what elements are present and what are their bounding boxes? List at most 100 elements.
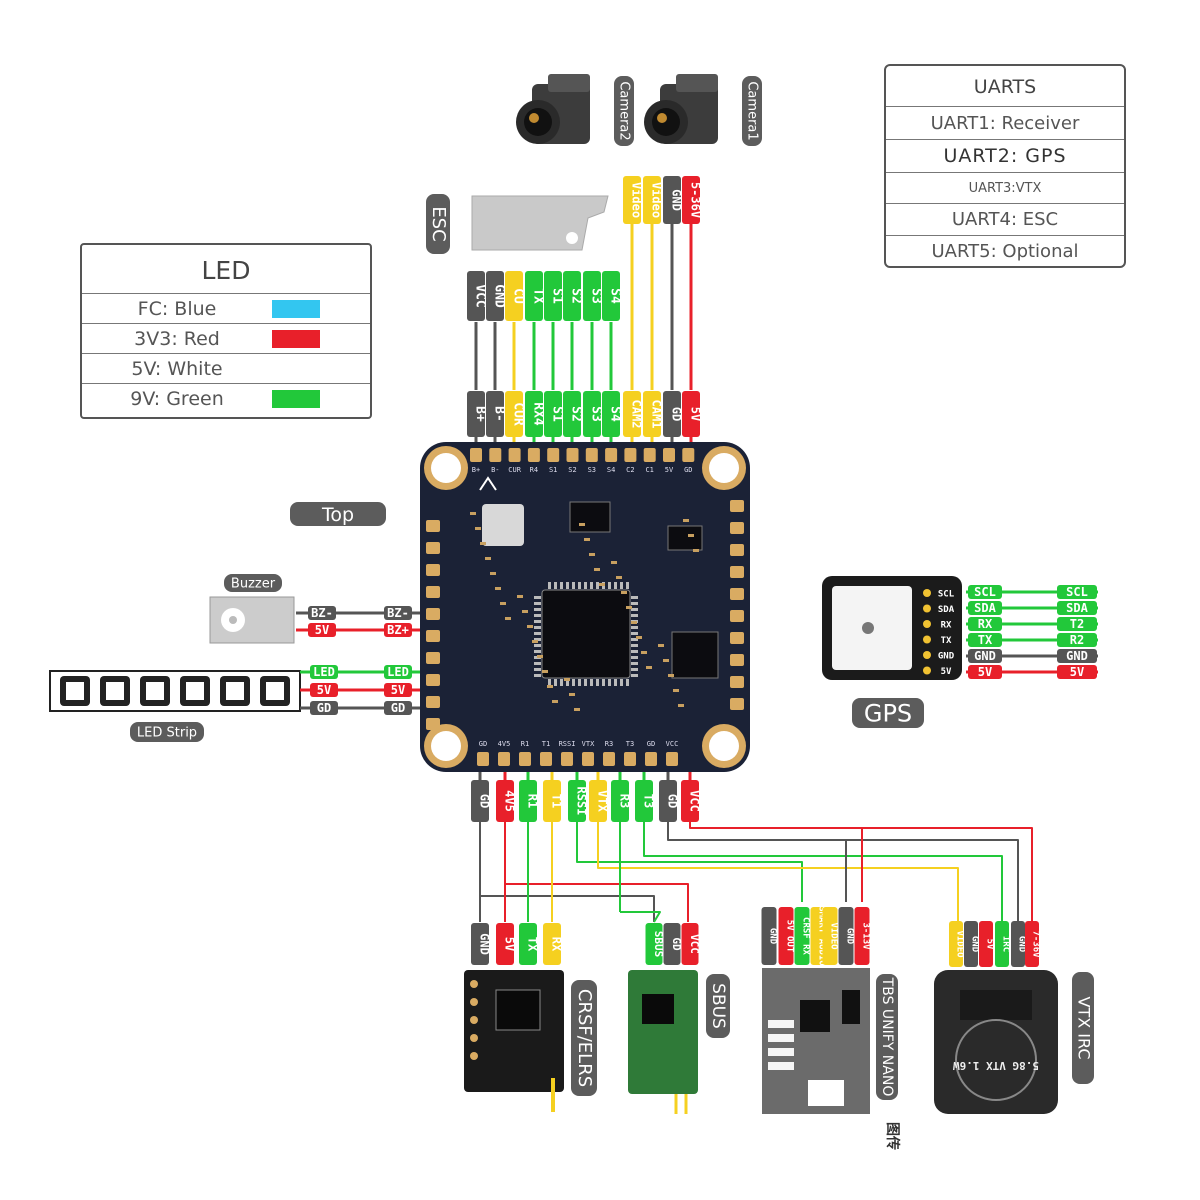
esc-wire-top-tag-text: S4 xyxy=(608,288,623,304)
mcu-pin xyxy=(620,582,623,589)
smd-component xyxy=(636,636,642,639)
led-row: 9V: Green xyxy=(82,383,370,414)
led-strip-led-face xyxy=(106,682,124,700)
smd-component xyxy=(537,655,543,658)
tbs-pin-tag-text: GND xyxy=(768,928,778,945)
bottom-pin-tag-bg xyxy=(568,780,586,822)
tbs-pin-tag-bg xyxy=(778,907,794,965)
esc-connector-icon xyxy=(471,195,609,251)
board-left-pad xyxy=(426,696,440,708)
board-top-pad xyxy=(547,448,560,462)
buzzer-wire-right-tag-text: BZ- xyxy=(387,606,409,620)
mcu-pin xyxy=(578,679,581,686)
led-wire-left-tag-bg xyxy=(310,701,338,715)
esc-wire-top-tag-text: S3 xyxy=(589,288,604,304)
cam-wire-top-tag: GND xyxy=(663,176,684,224)
tbs-pin-tag: GND xyxy=(838,907,855,965)
crsf-label: CRSF/ELRS xyxy=(571,980,597,1096)
mcu-pin xyxy=(566,582,569,589)
esc-wire-bottom-tag-text: B- xyxy=(492,406,507,422)
esc-wire-top-tag: GND xyxy=(486,271,507,321)
esc-wire-bottom-tag-text: CUR xyxy=(511,402,526,426)
sbus-label-bg xyxy=(706,974,730,1038)
esc-wire-bottom-tag-text: S4 xyxy=(608,406,623,422)
esc-wire-top-tag-bg xyxy=(583,271,601,321)
bottom-pin-tag: GD xyxy=(659,780,680,822)
cam-wire-top-tag-text: GND xyxy=(670,189,684,211)
cam-wire-bottom-tag: 5V xyxy=(682,391,703,437)
esc-wire-top-tag-text: VCC xyxy=(473,284,488,307)
crsf-pin-tag-text: 5V xyxy=(503,937,517,951)
camera1-icon-bracket xyxy=(676,74,718,92)
cam-wire-bottom-tag-bg xyxy=(663,391,681,437)
tbs-pin-tag-text: 3-13V xyxy=(861,922,871,950)
board-top-pad-label: S4 xyxy=(607,466,615,474)
bottom-pin-tag: GD xyxy=(471,780,492,822)
gps-wire-right-tag-text: SDA xyxy=(1066,601,1088,615)
esc-wire-bottom-tag: S3 xyxy=(583,391,604,437)
smd-component xyxy=(616,576,622,579)
esc-wire-bottom-tag-bg xyxy=(525,391,543,437)
flash-chip xyxy=(671,631,719,679)
vtx-pin-tag-bg xyxy=(964,921,978,967)
camera1-icon-lens xyxy=(652,108,680,136)
mcu-pin xyxy=(534,668,541,671)
vtx-pin-tag-bg xyxy=(1025,921,1039,967)
board-bottom-pad xyxy=(540,752,552,766)
mcu-pin xyxy=(534,632,541,635)
smd-component xyxy=(485,557,491,560)
esc-wire-top-tag-text: S2 xyxy=(569,288,584,304)
board-right-pad xyxy=(730,632,744,644)
mcu-pin xyxy=(596,679,599,686)
harness-wire xyxy=(479,822,655,922)
gps-wire-left-tag-text: RX xyxy=(978,617,993,631)
gps-wire-left-tag-bg xyxy=(968,665,1002,679)
board-bottom-pad-label: GD xyxy=(647,740,655,748)
harness-wire xyxy=(504,822,689,922)
smd-component xyxy=(688,534,694,537)
smd-component xyxy=(599,583,605,586)
sbus-label-text: SBUS xyxy=(708,983,728,1029)
gps-pin-label: GND xyxy=(938,652,955,662)
smd-component xyxy=(495,587,501,590)
cam-wire-bottom-tag-bg xyxy=(682,391,700,437)
cam-wire-top-tag: Video xyxy=(623,176,644,224)
vtx-pin-tag: VIDEO xyxy=(949,921,965,967)
esc-wire-bottom-tag-text: B+ xyxy=(473,406,488,422)
cam-wire-bottom-tag-bg xyxy=(643,391,661,437)
mcu-pin xyxy=(631,614,638,617)
uarts-table: UARTS UART1: Receiver UART2: GPS UART3:V… xyxy=(884,64,1126,268)
board-right-pad xyxy=(730,588,744,600)
mcu-pin xyxy=(534,596,541,599)
mcu-pin xyxy=(596,582,599,589)
cam-wire-bottom-tag-text: CAM1 xyxy=(650,400,664,429)
cam-wire-top-tag: Video xyxy=(643,176,664,224)
camera2-icon-lens xyxy=(524,108,552,136)
gps-pin-dot xyxy=(923,589,931,597)
board-bottom-pad xyxy=(666,752,678,766)
crsf-pin-tag-bg xyxy=(471,923,489,965)
esc-wire-top-tag-bg xyxy=(505,271,523,321)
esc-wire-top-tag: S4 xyxy=(602,271,623,321)
gps-pin-label: SCL xyxy=(938,590,955,600)
gps-wire-right-tag-text: SCL xyxy=(1066,585,1088,599)
led-row-label: 3V3: Red xyxy=(134,327,220,350)
board-right-pad xyxy=(730,544,744,556)
mcu-pin xyxy=(590,582,593,589)
smd-component xyxy=(564,678,570,681)
smd-component xyxy=(626,606,632,609)
uart-row-label: UART1: Receiver xyxy=(930,112,1080,134)
gps-wire-right-tag-text: R2 xyxy=(1070,633,1084,647)
gps-wire-right-tag-bg xyxy=(1057,617,1097,631)
buzzer-label: Buzzer xyxy=(224,574,282,592)
board-top-pad xyxy=(566,448,579,462)
smd-component xyxy=(574,708,580,711)
esc-wire-bottom-tag: S2 xyxy=(563,391,584,437)
led-row: FC: Blue xyxy=(82,293,370,323)
gps-wire-right-tag-text: GND xyxy=(1066,649,1088,663)
board-top-pad-label: S2 xyxy=(568,466,576,474)
esc-wire-bottom-tag-bg xyxy=(505,391,523,437)
gps-wire-left-tag: 5V xyxy=(968,665,1002,679)
board-top-pad xyxy=(470,448,482,462)
